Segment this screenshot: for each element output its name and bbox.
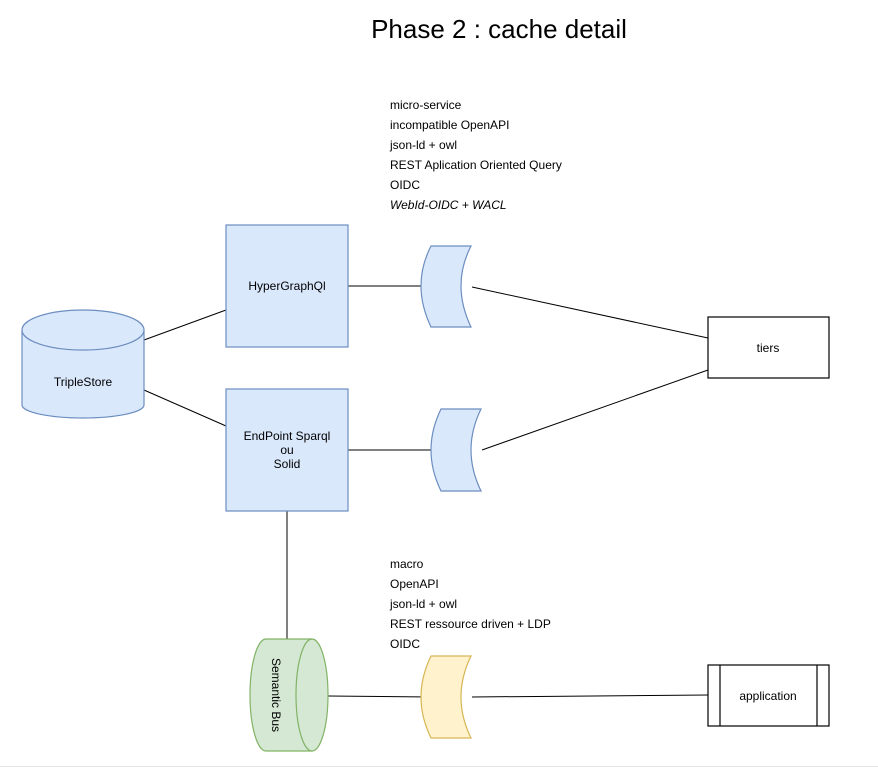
note-top-line: incompatible OpenAPI <box>390 118 510 132</box>
endpoint-label-line1: EndPoint Sparql <box>244 429 331 443</box>
tiers-label: tiers <box>757 341 780 355</box>
semantic-bus-node[interactable]: Semantic Bus <box>249 638 329 752</box>
tiers-box <box>707 316 830 379</box>
note-top-line: micro-service <box>390 98 462 112</box>
triplestore-body <box>21 330 145 419</box>
endpoint-node[interactable]: EndPoint Sparql ou Solid <box>225 388 349 512</box>
endpoint-box <box>225 388 349 512</box>
endpoint-label-line2: ou <box>280 443 293 457</box>
note-bottom-line: REST ressource driven + LDP <box>390 617 551 631</box>
edge-semantic-bus-interface <box>327 695 431 698</box>
note-bottom-line: OpenAPI <box>390 577 439 591</box>
note-bottom-line: OIDC <box>390 637 420 651</box>
top-annotation: micro-service incompatible OpenAPI json-… <box>390 95 562 215</box>
application-box <box>707 664 830 727</box>
note-bottom-line: json-ld + owl <box>390 597 458 611</box>
endpoint-label-line3: Solid <box>274 457 301 471</box>
semantic-bus-label: Semantic Bus <box>269 658 283 732</box>
interface-crescent-top[interactable] <box>420 245 472 328</box>
semantic-bus-body <box>249 638 329 752</box>
edge-triplestore-endpoint <box>143 389 227 427</box>
note-top-line: REST Aplication Oriented Query <box>390 158 562 172</box>
diagram-title: Phase 2 : cache detail <box>371 14 627 44</box>
interface-crescent-bottom[interactable] <box>420 655 472 739</box>
hypergraphql-label: HyperGraphQl <box>248 279 325 293</box>
hypergraphql-box <box>225 224 349 348</box>
semantic-bus-end <box>295 638 313 752</box>
bottom-annotation: macro OpenAPI json-ld + owl REST ressour… <box>390 554 551 654</box>
connectors <box>143 285 709 698</box>
note-top-line: OIDC <box>390 178 420 192</box>
edge-interface-application <box>471 694 709 698</box>
triplestore-top <box>21 309 145 351</box>
application-label: application <box>739 689 796 703</box>
bottom-divider <box>0 766 878 767</box>
interface-crescent-middle[interactable] <box>430 408 482 492</box>
note-bottom-line: macro <box>390 557 424 571</box>
triplestore-label: TripleStore <box>54 375 113 389</box>
edge-interface-tiers-bottom <box>481 369 709 451</box>
tiers-node[interactable]: tiers <box>707 316 830 379</box>
triplestore-node[interactable]: TripleStore <box>21 309 145 419</box>
hypergraphql-node[interactable]: HyperGraphQl <box>225 224 349 348</box>
application-node[interactable]: application <box>707 664 830 727</box>
note-top-line: WebId-OIDC + WACL <box>390 198 507 212</box>
edge-triplestore-hypergraphql <box>143 309 227 341</box>
edge-interface-tiers-top <box>471 286 709 339</box>
note-top-line: json-ld + owl <box>390 138 458 152</box>
